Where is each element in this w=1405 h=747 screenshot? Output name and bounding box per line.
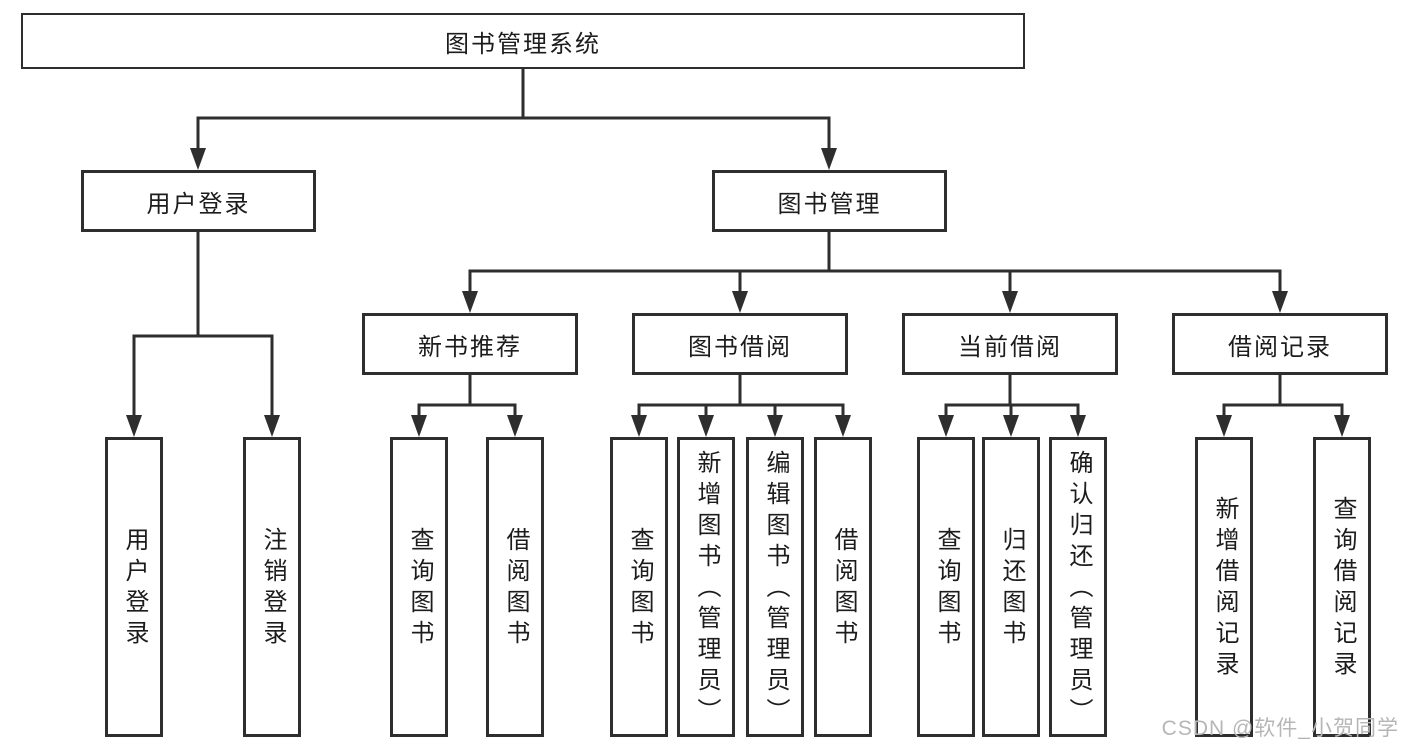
connector-user-login-branch [126, 232, 280, 437]
leaf-add-borrow-record: 新增借阅记录 [1195, 437, 1253, 737]
node-book-borrow: 图书借阅 [632, 313, 848, 375]
connector-root-to-level2 [190, 69, 837, 170]
leaf-confirm-return-admin: 确认归还（管理员） [1049, 437, 1107, 737]
connector-new-book-branch [411, 375, 523, 437]
leaf-query-borrow-record: 查询借阅记录 [1313, 437, 1371, 737]
node-borrow-record: 借阅记录 [1172, 313, 1388, 375]
node-current-borrow: 当前借阅 [902, 313, 1118, 375]
leaf-query-books-recommend: 查询图书 [390, 437, 448, 737]
node-new-book-recommend: 新书推荐 [362, 313, 578, 375]
connector-book-mgmt-to-level3 [462, 232, 1288, 313]
node-user-login: 用户登录 [81, 170, 316, 232]
leaf-query-books-current: 查询图书 [917, 437, 975, 737]
leaf-logout: 注销登录 [243, 437, 301, 737]
leaf-borrow-books: 借阅图书 [814, 437, 872, 737]
leaf-return-books: 归还图书 [982, 437, 1040, 737]
node-book-management: 图书管理 [712, 170, 947, 232]
leaf-query-books-borrow: 查询图书 [610, 437, 668, 737]
connector-borrow-record-branch [1216, 375, 1350, 437]
leaf-user-login: 用户登录 [105, 437, 163, 737]
connector-current-borrow-branch [938, 375, 1086, 437]
leaf-borrow-books-recommend: 借阅图书 [486, 437, 544, 737]
leaf-edit-books-admin: 编辑图书（管理员） [746, 437, 804, 737]
leaf-add-books-admin: 新增图书（管理员） [677, 437, 735, 737]
csdn-watermark: CSDN @软件_小贺同学 [1161, 717, 1399, 740]
node-root-library-management-system: 图书管理系统 [21, 13, 1025, 69]
connector-book-borrow-branch [631, 375, 851, 437]
